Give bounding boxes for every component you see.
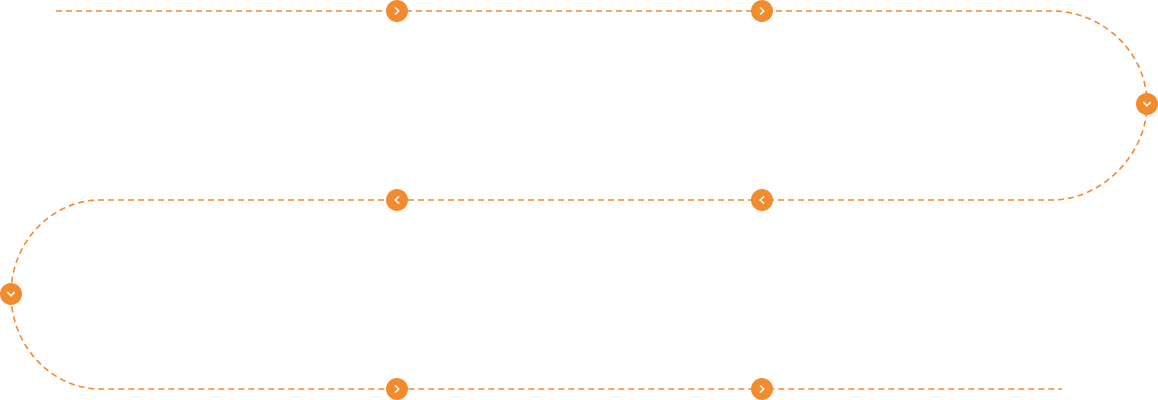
chevron-left-icon xyxy=(759,196,765,204)
marker-circle xyxy=(0,283,22,305)
timeline-marker-row-2-2 xyxy=(751,189,773,211)
chevron-down-icon xyxy=(7,291,15,297)
marker-circle xyxy=(751,378,773,400)
timeline-marker-row-3-2 xyxy=(751,378,773,400)
marker-circle xyxy=(386,378,408,400)
marker-circle xyxy=(386,0,408,22)
chevron-right-icon xyxy=(394,7,400,15)
chevron-right-icon xyxy=(759,7,765,15)
chevron-down-icon xyxy=(1143,101,1151,107)
timeline-marker-row-2-1 xyxy=(386,189,408,211)
timeline-turn-marker-left xyxy=(0,283,22,305)
chevron-right-icon xyxy=(759,385,765,393)
timeline-marker-row-1-2 xyxy=(751,0,773,22)
timeline-marker-row-3-1 xyxy=(386,378,408,400)
marker-circle xyxy=(1136,93,1158,115)
timeline-turn-marker-right xyxy=(1136,93,1158,115)
chevron-right-icon xyxy=(394,385,400,393)
marker-circle xyxy=(386,189,408,211)
marker-circle xyxy=(751,0,773,22)
timeline-marker-row-1-1 xyxy=(386,0,408,22)
chevron-left-icon xyxy=(394,196,400,204)
marker-circle xyxy=(751,189,773,211)
timeline-dashed-path xyxy=(10,10,1148,390)
